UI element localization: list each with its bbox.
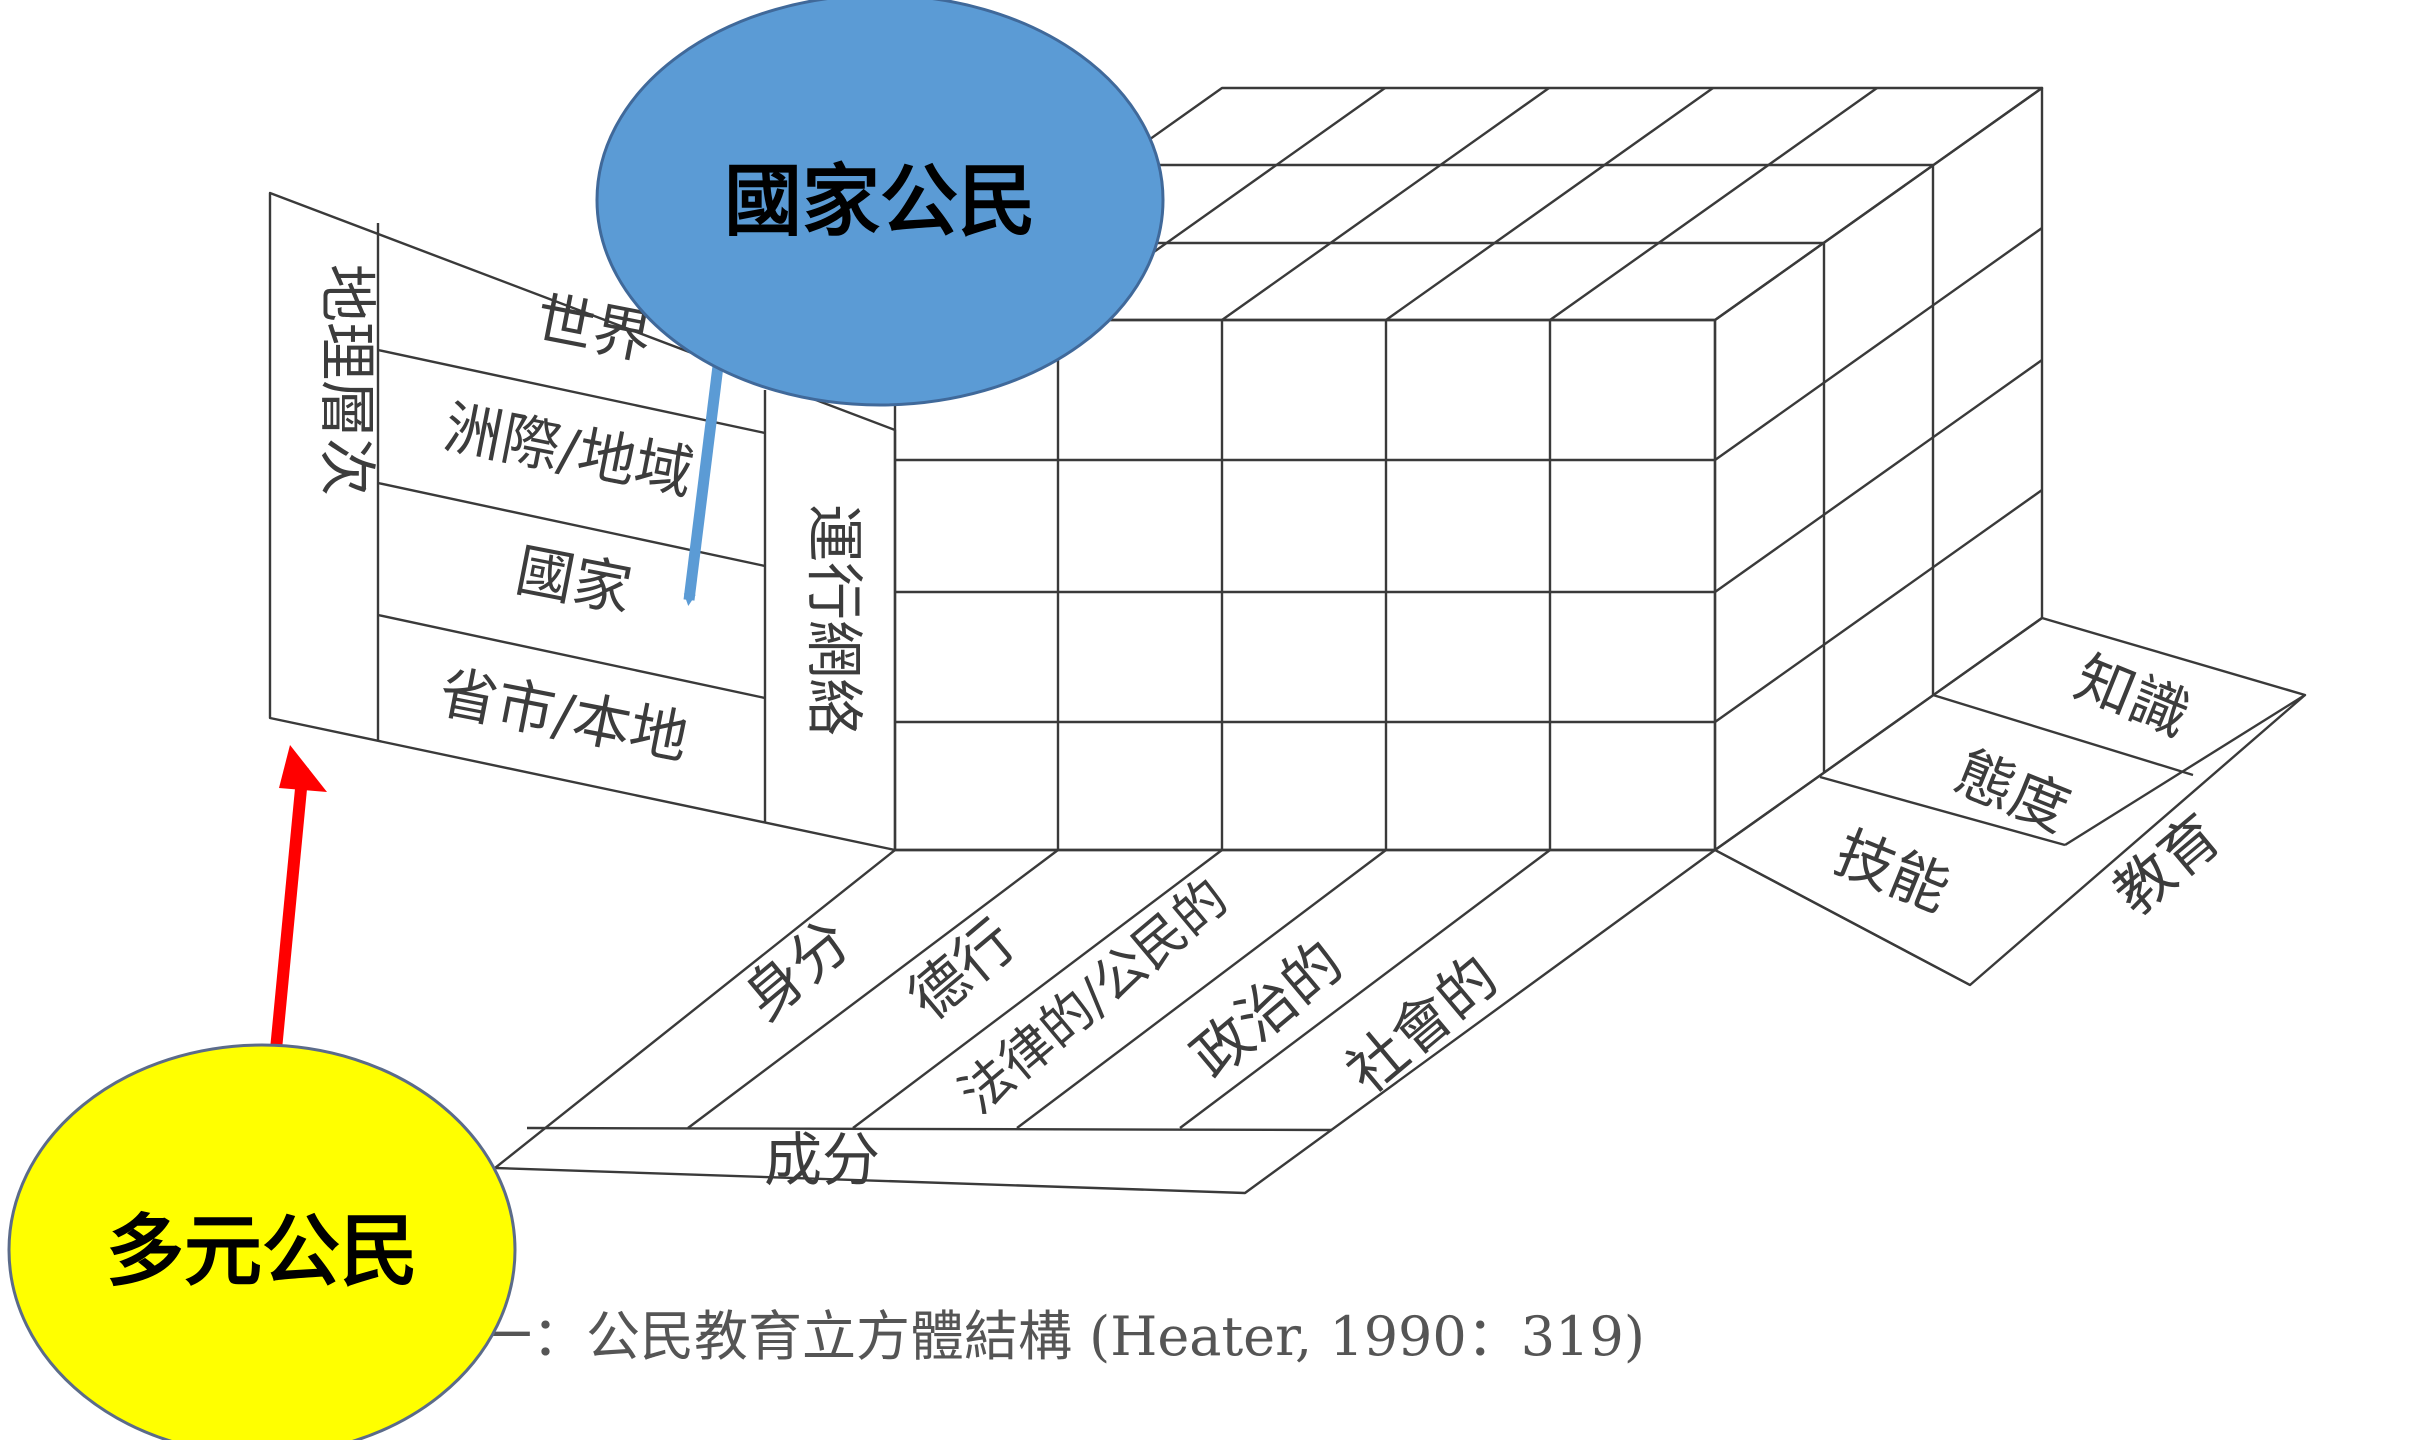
level-label: 國家 xyxy=(510,536,637,625)
cube-front-face xyxy=(893,318,1717,852)
multi-citizen-text: 多元公民 xyxy=(106,1207,418,1297)
bottom-axis-label: 成分 xyxy=(764,1126,880,1194)
right-panel-line xyxy=(1932,693,2194,777)
left-panel-row-line xyxy=(377,481,766,568)
bottom-panel-line xyxy=(852,849,1223,1129)
left-panel-row-line xyxy=(377,348,766,435)
national-citizen-text: 國家公民 xyxy=(724,157,1036,247)
bottom-panel-line xyxy=(1179,849,1551,1129)
bottom-panel: 身分 德行 法律的/公民的 政治的 社會的 成分 xyxy=(493,848,1717,1195)
component-label: 德行 xyxy=(896,906,1029,1033)
side-axis-label: 運行網絡 xyxy=(800,504,868,736)
multi-citizen-callout: 多元公民 xyxy=(7,745,517,1440)
figure-caption: 一：公民教育立方體結構 (Heater, 1990：319) xyxy=(478,1305,1645,1368)
component-label: 社會的 xyxy=(1334,943,1511,1107)
bottom-panel-line xyxy=(687,849,1059,1129)
right-panel-line xyxy=(1819,775,2066,847)
cube-right-face xyxy=(1713,86,2044,852)
yellow-ellipse xyxy=(7,1043,517,1440)
cube-top-line xyxy=(1385,87,1714,321)
bottom-panel-line xyxy=(526,1126,1333,1132)
education-label: 態度 xyxy=(1946,738,2079,845)
left-panel-row-line xyxy=(377,613,766,700)
bottom-panel-line xyxy=(1016,849,1387,1129)
right-panel-line xyxy=(2064,693,2306,847)
bottom-panel-outline xyxy=(493,848,1717,1195)
education-label: 技能 xyxy=(1826,818,1959,925)
red-arrow-shaft xyxy=(269,767,309,1061)
right-panel: 知識 態度 技能 教育 xyxy=(1713,616,2307,987)
component-label: 法律的/公民的 xyxy=(949,868,1240,1126)
cube-right-hline xyxy=(1714,489,2043,723)
national-citizen-callout: 國家公民 xyxy=(595,0,1165,606)
left-panel: 地理層次 世界 洲際/地域 國家 省市/本地 運行網絡 xyxy=(268,191,897,852)
cube-top-line xyxy=(1221,87,1550,321)
education-axis-label: 教育 xyxy=(2101,801,2234,928)
right-panel-line xyxy=(1714,848,1971,987)
component-label: 政治的 xyxy=(1179,928,1356,1092)
red-arrow-head xyxy=(279,745,327,792)
blue-ellipse xyxy=(595,0,1165,407)
cube-right-hline xyxy=(1714,359,2043,593)
component-label: 身分 xyxy=(731,906,864,1033)
left-axis-label: 地理層次 xyxy=(313,264,381,496)
cube-top-line xyxy=(1549,87,1878,321)
blue-arrow xyxy=(683,349,726,606)
cube-right-hline xyxy=(1714,227,2043,461)
